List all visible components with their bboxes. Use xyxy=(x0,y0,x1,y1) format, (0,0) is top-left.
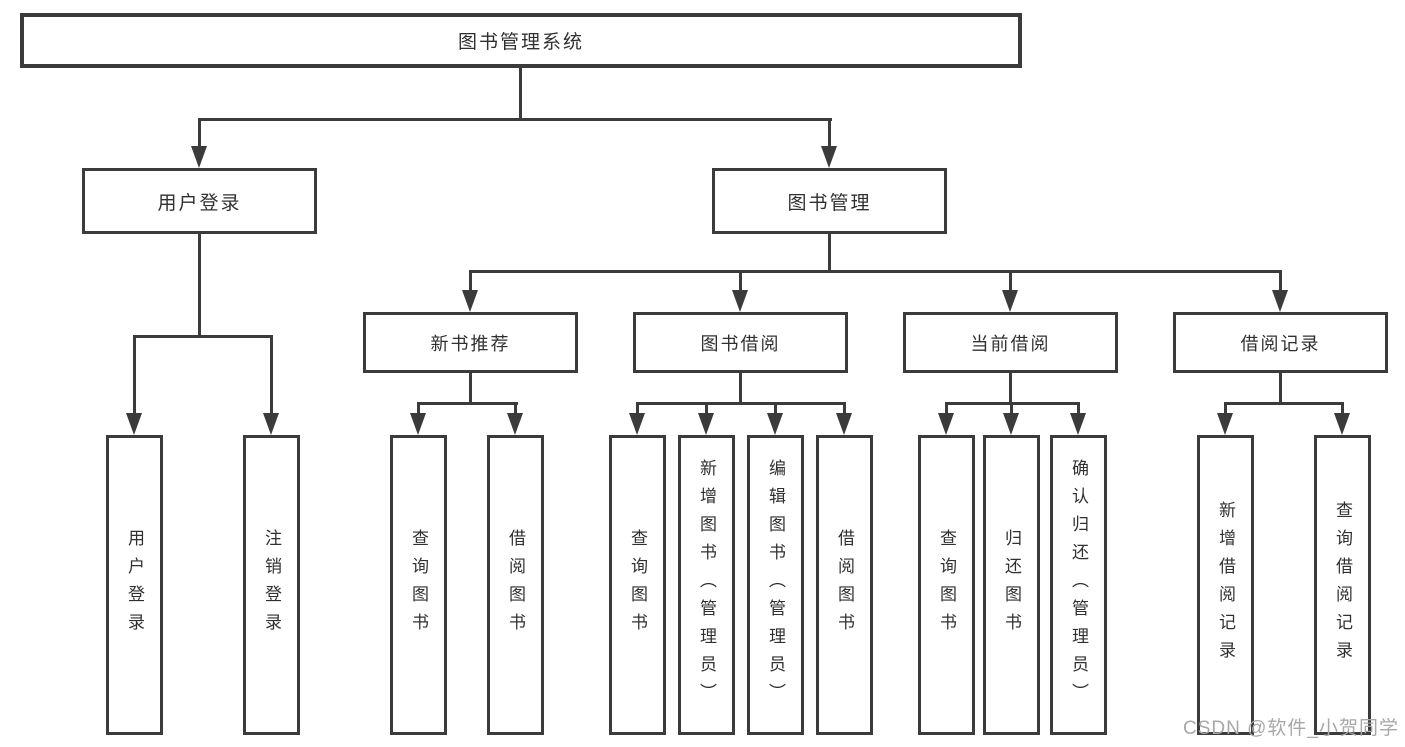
arrowhead-down-icon xyxy=(191,146,207,168)
connector-level2-rail xyxy=(198,118,832,121)
arrowhead-down-icon xyxy=(462,290,478,312)
connector-borrowrecords-drop xyxy=(1279,370,1282,405)
connector-userlogin-drop xyxy=(198,230,201,337)
arrowhead-down-icon xyxy=(821,146,837,168)
node-root: 图书管理系统 xyxy=(20,13,1022,68)
arrowhead-down-icon xyxy=(1003,413,1019,435)
arrowhead-down-icon xyxy=(1334,413,1350,435)
leaf-label: 查询借阅记录 xyxy=(1333,501,1352,669)
node-borrow-records: 借阅记录 xyxy=(1173,312,1388,373)
leaf-user-login: 用户登录 xyxy=(106,435,163,735)
connector-stub xyxy=(843,402,846,415)
leaf-label: 借阅图书 xyxy=(506,529,525,641)
leaf-label: 新增借阅记录 xyxy=(1216,501,1235,669)
connector-bookmgmt-drop xyxy=(828,230,831,273)
arrowhead-down-icon xyxy=(507,413,523,435)
arrowhead-down-icon xyxy=(836,413,852,435)
connector-newbooks-rail xyxy=(417,402,518,405)
leaf-borrow-books-2: 借阅图书 xyxy=(816,435,873,735)
leaf-add-borrow-record: 新增借阅记录 xyxy=(1197,435,1254,735)
leaf-borrow-books-1: 借阅图书 xyxy=(487,435,544,735)
leaf-edit-books-admin: 编辑图书（管理员） xyxy=(747,435,804,735)
connector-stub xyxy=(469,270,472,292)
connector-stub xyxy=(705,402,708,415)
leaf-query-books-3: 查询图书 xyxy=(918,435,975,735)
connector-newbooks-drop xyxy=(469,370,472,405)
connector-stub xyxy=(514,402,517,415)
leaf-add-books-admin: 新增图书（管理员） xyxy=(678,435,735,735)
leaf-logout: 注销登录 xyxy=(243,435,300,735)
leaf-label: 用户登录 xyxy=(125,529,144,641)
arrowhead-down-icon xyxy=(126,413,142,435)
node-current-borrow: 当前借阅 xyxy=(903,312,1118,373)
leaf-label: 注销登录 xyxy=(262,529,281,641)
connector-stub xyxy=(828,118,831,148)
connector-stub xyxy=(1077,402,1080,415)
leaf-label: 编辑图书（管理员） xyxy=(766,459,785,711)
node-user-login: 用户登录 xyxy=(82,168,317,234)
leaf-return-books: 归还图书 xyxy=(983,435,1040,735)
arrowhead-down-icon xyxy=(263,413,279,435)
connector-stub xyxy=(1009,270,1012,292)
connector-stub xyxy=(636,402,639,415)
arrowhead-down-icon xyxy=(698,413,714,435)
node-book-borrow: 图书借阅 xyxy=(633,312,848,373)
leaf-label: 查询图书 xyxy=(937,529,956,641)
leaf-label: 归还图书 xyxy=(1002,529,1021,641)
leaf-label: 借阅图书 xyxy=(835,529,854,641)
connector-userlogin-rail xyxy=(133,335,273,338)
arrowhead-down-icon xyxy=(767,413,783,435)
connector-bookborrow-rail xyxy=(636,402,846,405)
connector-root-drop xyxy=(519,66,522,121)
node-label: 图书借阅 xyxy=(700,333,781,354)
connector-bookborrow-drop xyxy=(739,370,742,405)
leaf-label: 新增图书（管理员） xyxy=(697,459,716,711)
connector-stub xyxy=(1010,402,1013,415)
connector-currentborrow-drop xyxy=(1009,370,1012,405)
connector-stub xyxy=(417,402,420,415)
leaf-query-borrow-record: 查询借阅记录 xyxy=(1314,435,1371,735)
arrowhead-down-icon xyxy=(1070,413,1086,435)
leaf-query-books-2: 查询图书 xyxy=(609,435,666,735)
arrowhead-down-icon xyxy=(1217,413,1233,435)
leaf-label: 查询图书 xyxy=(628,529,647,641)
connector-stub xyxy=(270,335,273,415)
connector-stub xyxy=(198,118,201,148)
connector-level3-rail xyxy=(469,270,1282,273)
node-book-management: 图书管理 xyxy=(712,168,947,234)
watermark: CSDN @软件_小贺同学 xyxy=(1183,718,1399,739)
connector-stub xyxy=(774,402,777,415)
connector-stub xyxy=(1224,402,1227,415)
connector-stub xyxy=(1341,402,1344,415)
leaf-label: 查询图书 xyxy=(409,529,428,641)
arrowhead-down-icon xyxy=(410,413,426,435)
leaf-query-books-1: 查询图书 xyxy=(390,435,447,735)
node-label: 借阅记录 xyxy=(1240,333,1321,354)
leaf-label: 确认归还（管理员） xyxy=(1069,459,1088,711)
connector-stub xyxy=(739,270,742,292)
connector-stub xyxy=(133,335,136,415)
connector-stub xyxy=(1279,270,1282,292)
leaf-confirm-return-admin: 确认归还（管理员） xyxy=(1050,435,1107,735)
connector-borrowrecords-rail xyxy=(1224,402,1344,405)
node-label: 当前借阅 xyxy=(970,333,1051,354)
node-new-book-recommend: 新书推荐 xyxy=(363,312,578,373)
connector-stub xyxy=(945,402,948,415)
arrowhead-down-icon xyxy=(732,290,748,312)
arrowhead-down-icon xyxy=(1002,290,1018,312)
node-root-label: 图书管理系统 xyxy=(457,32,584,53)
node-label: 新书推荐 xyxy=(430,333,511,354)
node-label: 用户登录 xyxy=(157,192,242,214)
arrowhead-down-icon xyxy=(1272,290,1288,312)
arrowhead-down-icon xyxy=(938,413,954,435)
arrowhead-down-icon xyxy=(629,413,645,435)
node-label: 图书管理 xyxy=(787,192,872,214)
